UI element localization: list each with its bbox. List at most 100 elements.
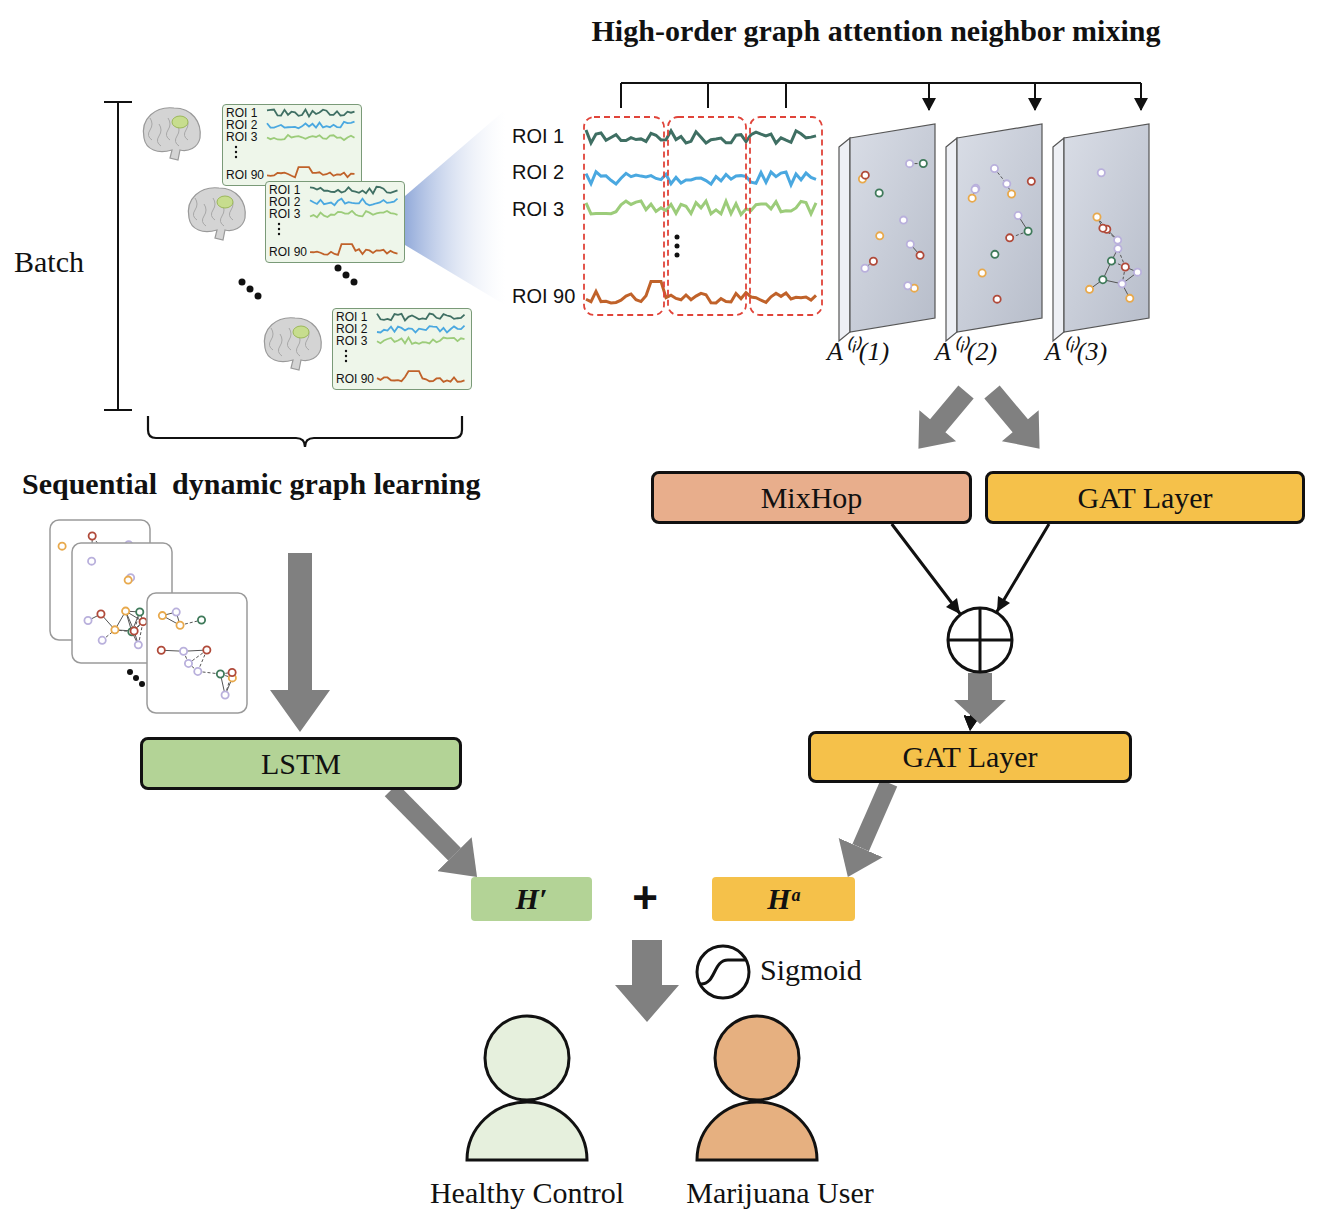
- box-label: GAT Layer: [1077, 481, 1212, 515]
- brain-icon: [143, 108, 200, 160]
- graph-node: [99, 637, 106, 644]
- graph-node: [125, 576, 132, 583]
- graph-node: [994, 296, 1001, 303]
- graph-node: [135, 641, 142, 648]
- zoom-fan: [405, 110, 505, 305]
- graph-node: [1006, 234, 1013, 241]
- dynamic-graph-cards: [50, 520, 247, 713]
- annotation: Batch: [14, 245, 84, 280]
- vertical-ellipsis: [278, 223, 280, 225]
- brain-icon: [264, 318, 321, 370]
- graph-card: [147, 593, 247, 713]
- sum-symbol: [948, 608, 1012, 672]
- roi-signal-panel: ROI 1ROI 2ROI 3ROI 90: [222, 104, 362, 186]
- graph-node: [1028, 178, 1035, 185]
- graph-node: [198, 616, 205, 623]
- roi-label: ROI 1: [226, 107, 257, 119]
- graph-node: [229, 669, 236, 676]
- graph-node: [1086, 286, 1093, 293]
- roi-label: ROI 2: [336, 323, 367, 335]
- class-label: Marijuana User: [660, 1176, 900, 1210]
- class-output: Marijuana User: [660, 1008, 900, 1220]
- ellipsis-dots: [127, 669, 145, 687]
- vertical-ellipsis: [675, 235, 680, 258]
- graph-node: [1099, 276, 1106, 283]
- graph-node: [1122, 263, 1129, 270]
- roi-signal-panel: ROI 1ROI 2ROI 3ROI 90: [265, 181, 405, 263]
- graph-node: [111, 626, 118, 633]
- vertical-ellipsis: [235, 146, 237, 148]
- roi-label: ROI 3: [512, 198, 564, 221]
- vertical-ellipsis: [345, 350, 347, 352]
- roi-signal: [310, 244, 398, 255]
- roi-signal: [310, 187, 398, 194]
- roi-signal-panel: ROI 1ROI 2ROI 3ROI 90: [332, 308, 472, 390]
- roi-signal: [586, 130, 816, 143]
- adjacency-label: A⁽ⁱ⁾(3): [1045, 337, 1107, 367]
- graph-node: [180, 648, 187, 655]
- graph-node: [916, 252, 923, 259]
- graph-node: [862, 172, 869, 179]
- graph-node: [139, 618, 146, 625]
- graph-node: [1099, 225, 1106, 232]
- process-box: MixHop: [651, 471, 972, 524]
- flow-connector: [391, 790, 454, 854]
- box-label: LSTM: [261, 747, 341, 781]
- roi-label: ROI 90: [336, 373, 374, 385]
- graph-node: [969, 195, 976, 202]
- flow-connector: [861, 783, 889, 848]
- graph-node: [88, 558, 95, 565]
- feature-tag: Hᵃ: [712, 877, 855, 921]
- graph-node: [158, 647, 165, 654]
- graph-node: [876, 232, 883, 239]
- roi-label: ROI 1: [512, 125, 564, 148]
- adjacency-slab: [1053, 124, 1149, 341]
- roi-signal: [377, 338, 465, 344]
- roi-label: ROI 3: [226, 131, 257, 143]
- curly-brace: [148, 416, 462, 447]
- graph-node: [1119, 280, 1126, 287]
- graph-node: [59, 543, 66, 550]
- window-to-graph-bracket: [621, 83, 1141, 110]
- process-box: GAT Layer: [808, 731, 1132, 783]
- graph-node: [97, 610, 104, 617]
- roi-signal: [377, 371, 465, 382]
- graph-node: [991, 251, 998, 258]
- roi-signal: [267, 110, 355, 117]
- box-label: GAT Layer: [902, 740, 1037, 774]
- graph-node: [1134, 269, 1141, 276]
- roi-signal: [267, 167, 355, 177]
- batch-bracket: [104, 102, 132, 410]
- roi-signal: [586, 281, 816, 303]
- roi-label: ROI 2: [269, 196, 300, 208]
- section-heading: Sequential dynamic graph learning: [22, 467, 480, 502]
- ellipsis-dots: [239, 265, 358, 300]
- graph-node: [131, 627, 138, 634]
- roi-signal: [267, 122, 355, 129]
- graph-node: [907, 241, 914, 248]
- brain-icon: [188, 188, 245, 240]
- section-heading: High-order graph attention neighbor mixi…: [592, 14, 1161, 49]
- adjacency-slab: [946, 124, 1042, 341]
- adjacency-label: A⁽ⁱ⁾(1): [827, 337, 889, 367]
- class-output: Healthy Control: [412, 1008, 642, 1220]
- graph-node: [173, 608, 180, 615]
- adjacency-label: A⁽ⁱ⁾(2): [935, 337, 997, 367]
- graph-node: [1114, 237, 1121, 244]
- roi-signal: [586, 201, 816, 215]
- roi-label: ROI 2: [512, 161, 564, 184]
- vertical-ellipsis: [345, 355, 347, 357]
- graph-node: [122, 608, 129, 615]
- graph-node: [1024, 228, 1031, 235]
- graph-node: [194, 668, 201, 675]
- graph-node: [159, 612, 166, 619]
- roi-label: ROI 90: [512, 285, 575, 308]
- roi-signal: [377, 326, 465, 333]
- roi-signal: [377, 314, 465, 321]
- graph-node: [1008, 190, 1015, 197]
- feature-tag: H′: [471, 877, 592, 921]
- graph-node: [861, 265, 868, 272]
